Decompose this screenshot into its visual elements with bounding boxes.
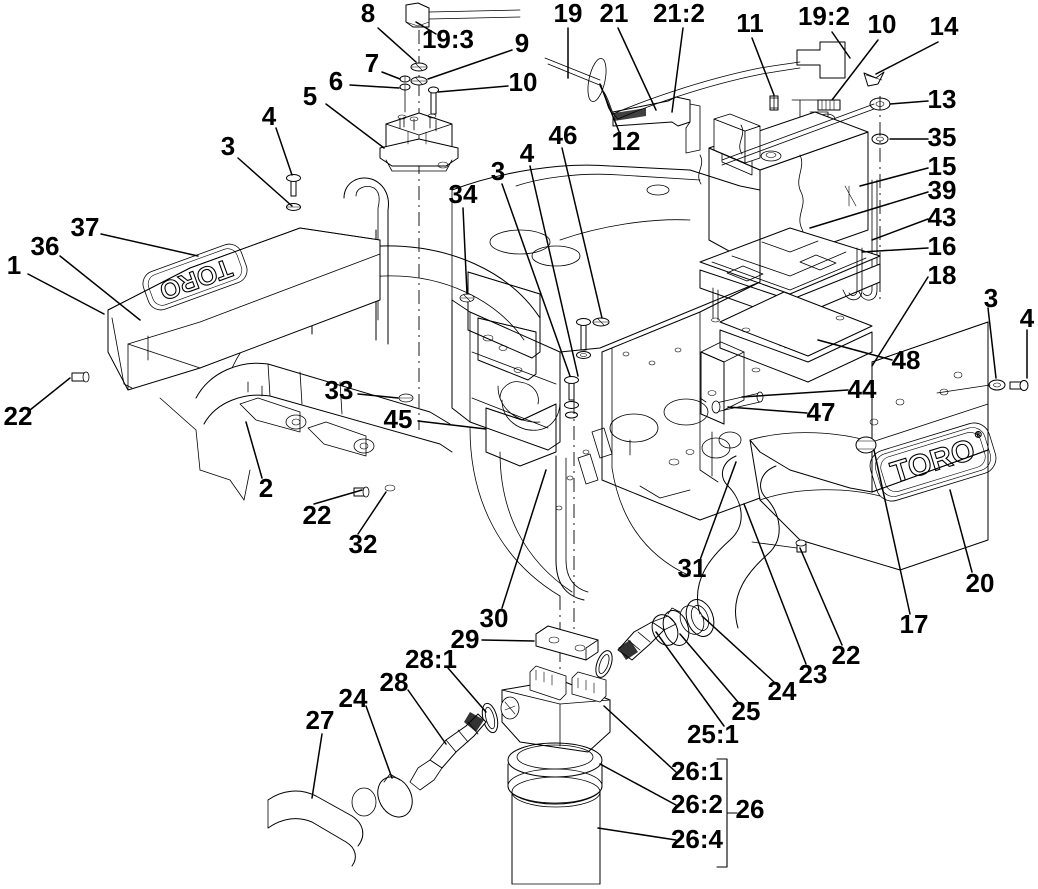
- callout-10-a: 10: [509, 67, 538, 97]
- callout-29: 29: [451, 624, 480, 654]
- callout-26-4: 26:4: [671, 824, 724, 854]
- callout-8: 8: [361, 0, 375, 28]
- callout-26-2: 26:2: [671, 789, 723, 819]
- callout-34: 34: [449, 179, 478, 209]
- callout-45: 45: [384, 404, 413, 434]
- callout-17: 17: [900, 609, 929, 639]
- callout-35: 35: [928, 122, 957, 152]
- callout-20: 20: [966, 568, 995, 598]
- wiring-harness-group: [405, 2, 885, 154]
- callout-18: 18: [928, 260, 957, 290]
- right-fender-group: TORO ®: [749, 321, 1029, 571]
- hoses-group: [267, 455, 780, 867]
- callout-33: 33: [325, 375, 354, 405]
- callout-1: 1: [7, 250, 21, 280]
- callout-7: 7: [365, 48, 379, 78]
- callout-43: 43: [928, 202, 957, 232]
- callout-22-b: 22: [303, 500, 332, 530]
- callout-21: 21: [600, 0, 629, 28]
- callout-2: 2: [259, 473, 273, 503]
- callout-48: 48: [892, 345, 921, 375]
- callout-19-3: 19:3: [422, 24, 474, 54]
- callout-25-1: 25:1: [687, 719, 739, 749]
- callout-24-b: 24: [768, 676, 797, 706]
- toro-registered-mark: ®: [974, 429, 984, 441]
- callout-4-c: 4: [1020, 303, 1035, 333]
- callout-19: 19: [554, 0, 583, 28]
- callout-4-a: 4: [262, 101, 277, 131]
- callout-10-b: 10: [868, 9, 897, 39]
- callout-23: 23: [799, 659, 828, 689]
- callout-44: 44: [848, 374, 877, 404]
- callout-5: 5: [303, 81, 317, 111]
- callout-32: 32: [349, 529, 378, 559]
- callout-36: 36: [31, 231, 60, 261]
- callout-19-2: 19:2: [798, 1, 850, 31]
- callout-3-c: 3: [984, 283, 998, 313]
- callout-14: 14: [930, 11, 959, 41]
- callout-30: 30: [480, 603, 509, 633]
- callout-11: 11: [736, 8, 764, 38]
- callout-15: 15: [928, 151, 957, 181]
- callout-39: 39: [928, 175, 957, 205]
- callout-12: 12: [612, 126, 641, 156]
- leader-lines: [27, 21, 1028, 841]
- callout-6: 6: [329, 66, 343, 96]
- callout-26-1: 26:1: [671, 756, 723, 786]
- callout-22-a: 22: [4, 401, 33, 431]
- callout-26: 26: [736, 794, 765, 824]
- callout-37: 37: [71, 212, 100, 242]
- callout-4-b: 4: [520, 138, 535, 168]
- callout-3-b: 3: [491, 156, 505, 186]
- callout-25: 25: [732, 696, 761, 726]
- callout-9: 9: [515, 28, 529, 58]
- callout-3-a: 3: [221, 131, 235, 161]
- callout-28-1: 28:1: [405, 644, 457, 674]
- callout-labels: 8 19:3 7 9 6 10 5 4 3 19 21 21:2 11 19:2…: [4, 0, 1035, 854]
- callout-16: 16: [928, 231, 957, 261]
- callout-46: 46: [549, 120, 578, 150]
- oil-filter-assembly-group: [377, 596, 738, 885]
- main-frame-group: TORO: [71, 164, 761, 640]
- callout-31: 31: [678, 553, 707, 583]
- solenoid-group: [379, 30, 459, 430]
- callout-13: 13: [928, 84, 957, 114]
- callout-28: 28: [380, 667, 409, 697]
- callout-47: 47: [807, 397, 836, 427]
- callout-21-2: 21:2: [653, 0, 705, 28]
- callout-27: 27: [306, 705, 335, 735]
- callout-22-c: 22: [832, 640, 861, 670]
- callout-24-a: 24: [339, 683, 368, 713]
